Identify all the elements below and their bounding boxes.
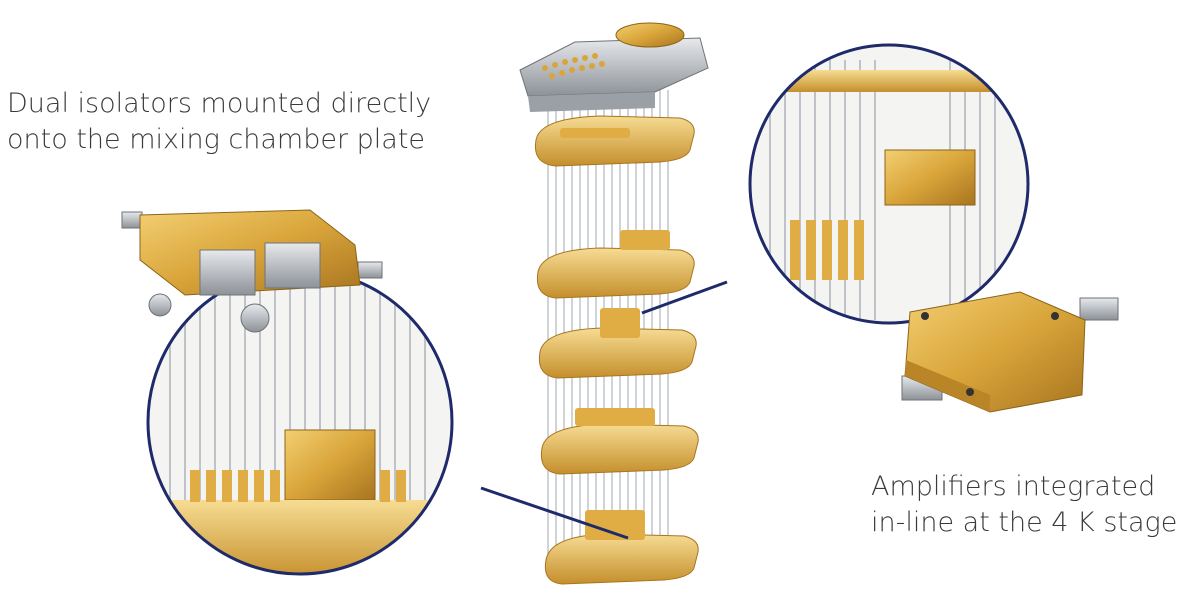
- leader-line-left: [480, 486, 629, 540]
- detail-circle-left: [146, 268, 454, 576]
- detail-circle-right: [748, 43, 1030, 325]
- caption-isolators: Dual isolators mounted directly onto the…: [7, 86, 431, 158]
- cryostat-tower: [519, 22, 709, 585]
- stage-connectors: [560, 128, 670, 540]
- amplifier-module-picture: [901, 291, 1119, 413]
- tower-wires: [547, 90, 669, 560]
- tower-top-box: [519, 22, 709, 112]
- leader-line-right: [641, 280, 728, 315]
- caption-amplifiers-line1: Amplifiers integrated: [871, 471, 1156, 502]
- isolator-module-picture: [121, 209, 383, 333]
- stage-plates: [534, 115, 699, 585]
- caption-amplifiers: Amplifiers integrated in-line at the 4 K…: [871, 469, 1177, 541]
- caption-amplifiers-line2: in-line at the 4 K stage: [871, 507, 1178, 538]
- caption-isolators-line1: Dual isolators mounted directly: [7, 88, 432, 119]
- caption-isolators-line2: onto the mixing chamber plate: [7, 124, 426, 155]
